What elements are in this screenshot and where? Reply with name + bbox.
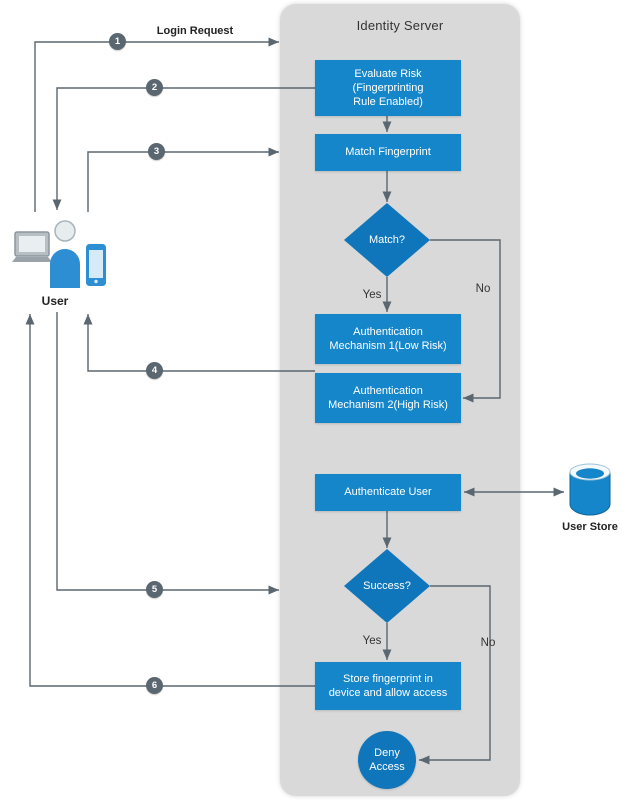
arrow-match-no bbox=[430, 239, 501, 403]
node-label-line: Rule Enabled) bbox=[353, 96, 423, 109]
login-request-label: Login Request bbox=[156, 25, 234, 37]
node-label-line: Access bbox=[369, 761, 405, 773]
flow-step-badge-4: 4 bbox=[146, 362, 163, 379]
success-yes-label: Yes bbox=[362, 635, 382, 647]
user-actor-icons bbox=[12, 220, 106, 288]
node-label-line: Mechanism 2(High Risk) bbox=[328, 399, 448, 411]
node-evaluate-risk: Evaluate Risk (Fingerprinting Rule Enabl… bbox=[315, 60, 461, 116]
flow-step-badge-3: 3 bbox=[148, 143, 165, 160]
person-icon bbox=[50, 220, 80, 288]
flow-step-badge-2: 2 bbox=[146, 79, 163, 96]
node-label-line: Authentication bbox=[353, 325, 423, 338]
node-label-line: Evaluate Risk bbox=[354, 67, 422, 80]
node-label: Authenticate User bbox=[344, 486, 432, 499]
node-label: Success? bbox=[363, 579, 411, 592]
flow-step-badge-6: 6 bbox=[146, 677, 163, 694]
arrow-6-server-to-user bbox=[25, 314, 315, 687]
node-label: Match Fingerprint bbox=[345, 146, 431, 159]
arrow-1-login-request bbox=[34, 37, 279, 212]
panel-title: Identity Server bbox=[356, 18, 444, 33]
node-match-fingerprint: Match Fingerprint bbox=[315, 134, 461, 171]
laptop-icon bbox=[12, 231, 52, 262]
node-label-line: device and allow access bbox=[328, 687, 448, 699]
flow-step-badge-1: 1 bbox=[109, 33, 126, 50]
node-label-line: (Fingerprinting bbox=[352, 81, 424, 94]
user-label: User bbox=[41, 294, 69, 308]
node-label-line: Authentication bbox=[353, 384, 423, 397]
arrow-success-no bbox=[419, 585, 491, 765]
arrow-5-user-to-server bbox=[56, 312, 279, 595]
match-no-label: No bbox=[475, 283, 491, 295]
node-store-fingerprint: Store fingerprint in device and allow ac… bbox=[315, 662, 461, 710]
node-label-line: Deny bbox=[374, 746, 400, 759]
user-store-label: User Store bbox=[562, 521, 618, 533]
node-auth-mechanism-2: Authentication Mechanism 2(High Risk) bbox=[315, 373, 461, 423]
node-label-line: Store fingerprint in bbox=[343, 672, 433, 685]
node-label-line: Mechanism 1(Low Risk) bbox=[329, 340, 447, 352]
arrow-3-user-to-server bbox=[87, 147, 279, 212]
node-auth-mechanism-1: Authentication Mechanism 1(Low Risk) bbox=[315, 314, 461, 364]
user-store-icon bbox=[569, 463, 611, 516]
arrow-2-server-to-user bbox=[52, 87, 315, 210]
node-authenticate-user: Authenticate User bbox=[315, 474, 461, 511]
phone-icon bbox=[86, 244, 106, 286]
success-no-label: No bbox=[480, 637, 496, 649]
node-deny-access: Deny Access bbox=[358, 731, 416, 789]
node-label: Match? bbox=[368, 233, 406, 246]
flow-step-badge-5: 5 bbox=[146, 581, 163, 598]
arrow-4-server-to-user bbox=[83, 314, 315, 372]
match-yes-label: Yes bbox=[362, 289, 382, 301]
